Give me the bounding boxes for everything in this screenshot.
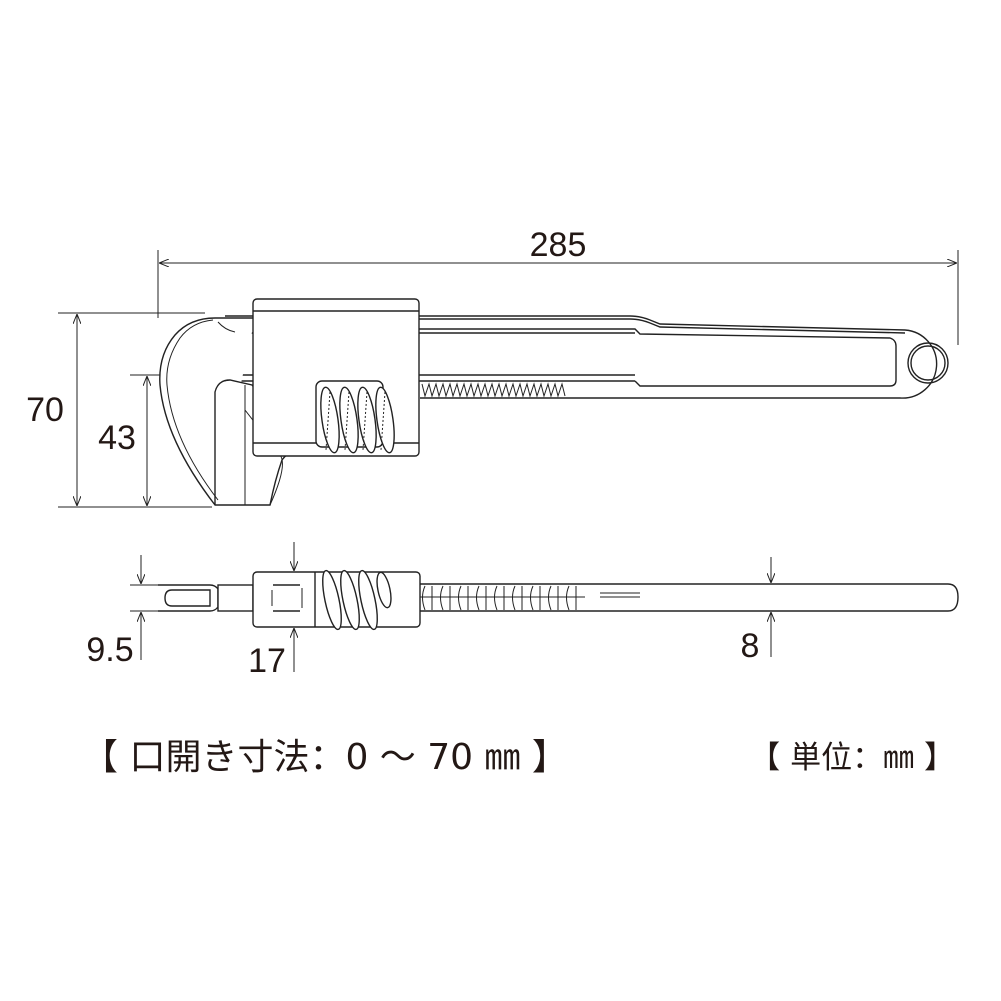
rack-side: [420, 585, 585, 611]
dimension-label-17: 17: [248, 642, 286, 680]
dimension-8: 8: [741, 557, 771, 665]
rack-teeth: [421, 382, 566, 398]
wrench-side-view: [158, 569, 959, 631]
unit-caption: 【 単位：㎜ 】: [749, 740, 955, 776]
dimension-285: 285: [157, 226, 959, 345]
dimension-label-8: 8: [741, 627, 760, 665]
dimension-label-43: 43: [98, 419, 136, 457]
dimension-label-285: 285: [530, 226, 587, 264]
dimension-label-70: 70: [26, 391, 64, 429]
wrench-top-view: [159, 298, 949, 506]
dimension-label-9-5: 9.5: [86, 631, 133, 669]
dimension-17: 17: [248, 542, 294, 680]
worm-gear-top: [315, 380, 395, 454]
dimension-9-5: 9.5: [86, 555, 210, 669]
dimension-70: 70: [26, 312, 212, 508]
jaw-opening-caption: 【 口開き寸法：0 〜 70 ㎜ 】: [82, 737, 568, 778]
worm-gear-side: [322, 569, 392, 631]
